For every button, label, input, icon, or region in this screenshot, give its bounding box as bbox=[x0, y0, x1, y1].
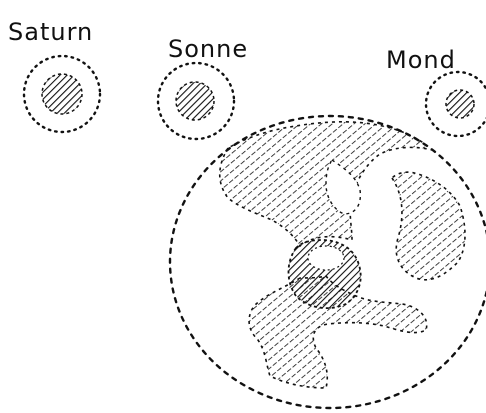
label-saturn: Saturn bbox=[8, 18, 93, 46]
earth-icon bbox=[170, 116, 486, 408]
moon-icon bbox=[426, 72, 486, 136]
label-mond: Mond bbox=[386, 46, 456, 74]
label-sonne: Sonne bbox=[168, 35, 248, 63]
sun-icon bbox=[158, 63, 234, 139]
saturn-icon bbox=[24, 56, 100, 132]
